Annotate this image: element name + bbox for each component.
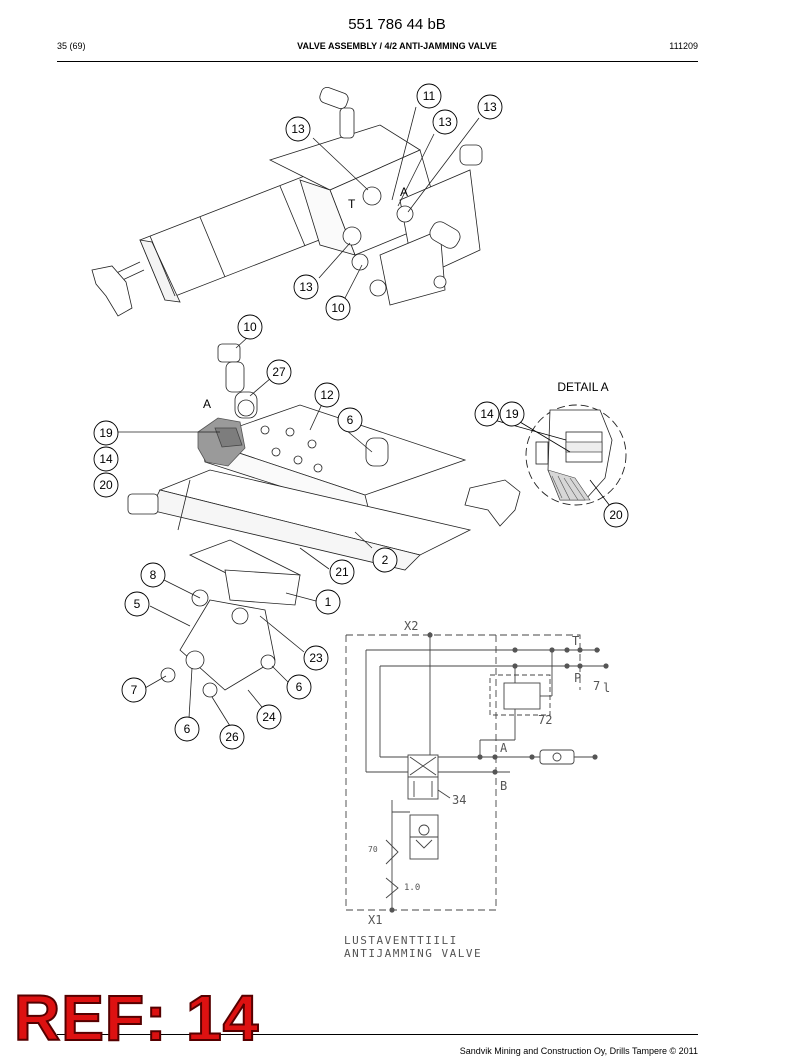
page-title: VALVE ASSEMBLY / 4/2 ANTI-JAMMING VALVE: [297, 41, 497, 51]
section-mark-a: A: [203, 397, 211, 411]
callout-label: 11: [423, 89, 436, 103]
callout-13: [477, 94, 503, 120]
callout-13: [293, 274, 319, 300]
callout-21: [329, 559, 355, 585]
callout-10: [325, 295, 351, 321]
mark-7: 7: [593, 679, 600, 693]
callout-label: 20: [609, 508, 623, 522]
callout-label: 12: [320, 388, 334, 402]
reference-stamp: REF: 14: [13, 982, 260, 1054]
callout-2: [372, 547, 398, 573]
port-t: T: [572, 634, 579, 648]
detail-callouts: [474, 401, 629, 528]
callout-19: [93, 420, 119, 446]
callout-label: 1: [325, 595, 332, 609]
header-rule: [57, 61, 698, 62]
footer-rule: [57, 1034, 698, 1035]
main-callouts: [93, 314, 398, 750]
schematic-junctions: [389, 632, 609, 913]
callout-label: 14: [99, 452, 113, 466]
mark-l: l: [603, 681, 610, 695]
callout-label: 26: [225, 730, 239, 744]
schematic-caption-en: ANTIJAMMING VALVE: [344, 947, 482, 960]
mark-70: 70: [368, 845, 378, 854]
schematic-caption-fi: LUSTAVENTTIILI: [344, 934, 458, 947]
callout-label: 5: [134, 597, 141, 611]
document-number: 551 786 44 bB: [348, 16, 446, 33]
callout-19: [499, 401, 525, 427]
callout-label: 13: [438, 115, 452, 129]
callout-label: 13: [291, 122, 305, 136]
callout-26: [219, 724, 245, 750]
port-a: A: [500, 741, 508, 755]
callout-24: [256, 704, 282, 730]
callout-20: [93, 472, 119, 498]
port-p: P: [574, 671, 581, 685]
callout-12: [314, 382, 340, 408]
callout-label: 2: [382, 553, 389, 567]
callout-label: 6: [184, 722, 191, 736]
top-callout-labels: 11 13 13 13 13 10: [291, 89, 497, 315]
callout-label: 24: [262, 710, 276, 724]
callout-13: [285, 116, 311, 142]
callout-label: 8: [150, 568, 157, 582]
callout-6: [286, 674, 312, 700]
callout-13: [432, 109, 458, 135]
callout-label: 23: [309, 651, 323, 665]
footer-copyright: Sandvik Mining and Construction Oy, Dril…: [459, 1046, 698, 1056]
mark-72: 72: [538, 713, 552, 727]
callout-label: 7: [131, 683, 138, 697]
callout-label: 6: [296, 680, 303, 694]
callout-23: [303, 645, 329, 671]
callout-7: [121, 677, 147, 703]
callout-label: 27: [272, 365, 286, 379]
callout-27: [266, 359, 292, 385]
port-x2: X2: [404, 619, 418, 633]
callout-5: [124, 591, 150, 617]
callout-11: [416, 83, 442, 109]
callout-20: [603, 502, 629, 528]
top-assembly-view: [91, 86, 483, 317]
port-mark-a: A: [400, 185, 408, 199]
detail-callout-labels: 14 19 20: [480, 407, 623, 522]
callout-label: 13: [299, 280, 313, 294]
callout-label: 13: [483, 100, 497, 114]
main-assembly-view: [118, 336, 521, 727]
callout-label: 19: [505, 407, 519, 421]
mark-34: 34: [452, 793, 466, 807]
mark-1-0: 1.0: [404, 883, 420, 893]
callout-14: [93, 446, 119, 472]
callout-6: [337, 407, 363, 433]
port-mark-t: T: [348, 197, 356, 211]
callout-label: 20: [99, 478, 113, 492]
callout-1: [315, 589, 341, 615]
page-number: 35 (69): [57, 41, 86, 51]
main-callout-labels: 10 27 12 6 19 14 20 2 21 1 8 5 23 6 7 24…: [99, 320, 388, 744]
callout-label: 14: [480, 407, 494, 421]
callout-8: [140, 562, 166, 588]
port-b: B: [500, 779, 507, 793]
callout-label: 6: [347, 413, 354, 427]
callout-label: 10: [243, 320, 257, 334]
port-x1: X1: [368, 913, 382, 927]
document-date: 111209: [669, 41, 698, 51]
callout-label: 19: [99, 426, 113, 440]
hydraulic-schematic: [345, 632, 605, 911]
detail-title: DETAIL A: [557, 380, 608, 394]
schematic-labels: X2 T P A B X1 7 l 72 34 70 1.0 LUSTAVENT…: [344, 619, 610, 960]
detail-a-view: [493, 404, 627, 507]
top-callouts: [285, 83, 503, 321]
callout-14: [474, 401, 500, 427]
callout-label: 10: [331, 301, 345, 315]
callout-label: 21: [335, 565, 349, 579]
callout-6: [174, 716, 200, 742]
callout-10: [237, 314, 263, 340]
